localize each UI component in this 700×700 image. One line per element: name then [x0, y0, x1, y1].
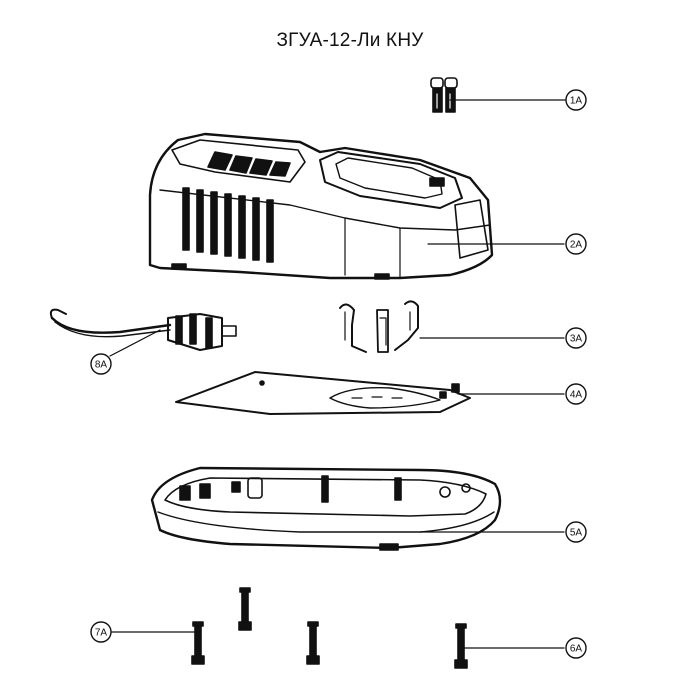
part-1a-caps [430, 77, 458, 113]
callout-label-6a: 6A [570, 644, 583, 655]
callout-circle-7a [90, 621, 112, 643]
part-3a-contacts [339, 300, 419, 353]
screw-7a [191, 621, 205, 665]
screw-front-center [306, 621, 320, 665]
part-4a-circuit-board [175, 371, 471, 415]
screw-6a [454, 623, 468, 669]
diagram-title: ЗГУА-12-Ли КНУ [276, 30, 424, 51]
callout-circle-5a [565, 521, 587, 543]
callout-circle-1a [565, 89, 587, 111]
callout-circle-4a [565, 383, 587, 405]
callout-label-5a: 5A [570, 528, 583, 539]
callout-label-1a: 1A [570, 96, 583, 107]
callout-circle-8a [90, 353, 112, 375]
part-2a-top-housing [148, 132, 494, 280]
callout-circle-6a [565, 637, 587, 659]
callout-label-8a: 8A [95, 360, 108, 371]
callout-label-2a: 2A [570, 240, 583, 251]
screw-rear-center [238, 587, 252, 631]
callout-circle-3a [565, 327, 587, 349]
part-8a-power-cord [49, 308, 237, 351]
callout-label-7a: 7A [95, 628, 108, 639]
leader-lines [109, 99, 566, 649]
callout-label-3a: 3A [570, 334, 583, 345]
callout-label-4a: 4A [570, 390, 583, 401]
part-5a-bottom-housing [150, 466, 502, 551]
callout-circle-2a [565, 233, 587, 255]
